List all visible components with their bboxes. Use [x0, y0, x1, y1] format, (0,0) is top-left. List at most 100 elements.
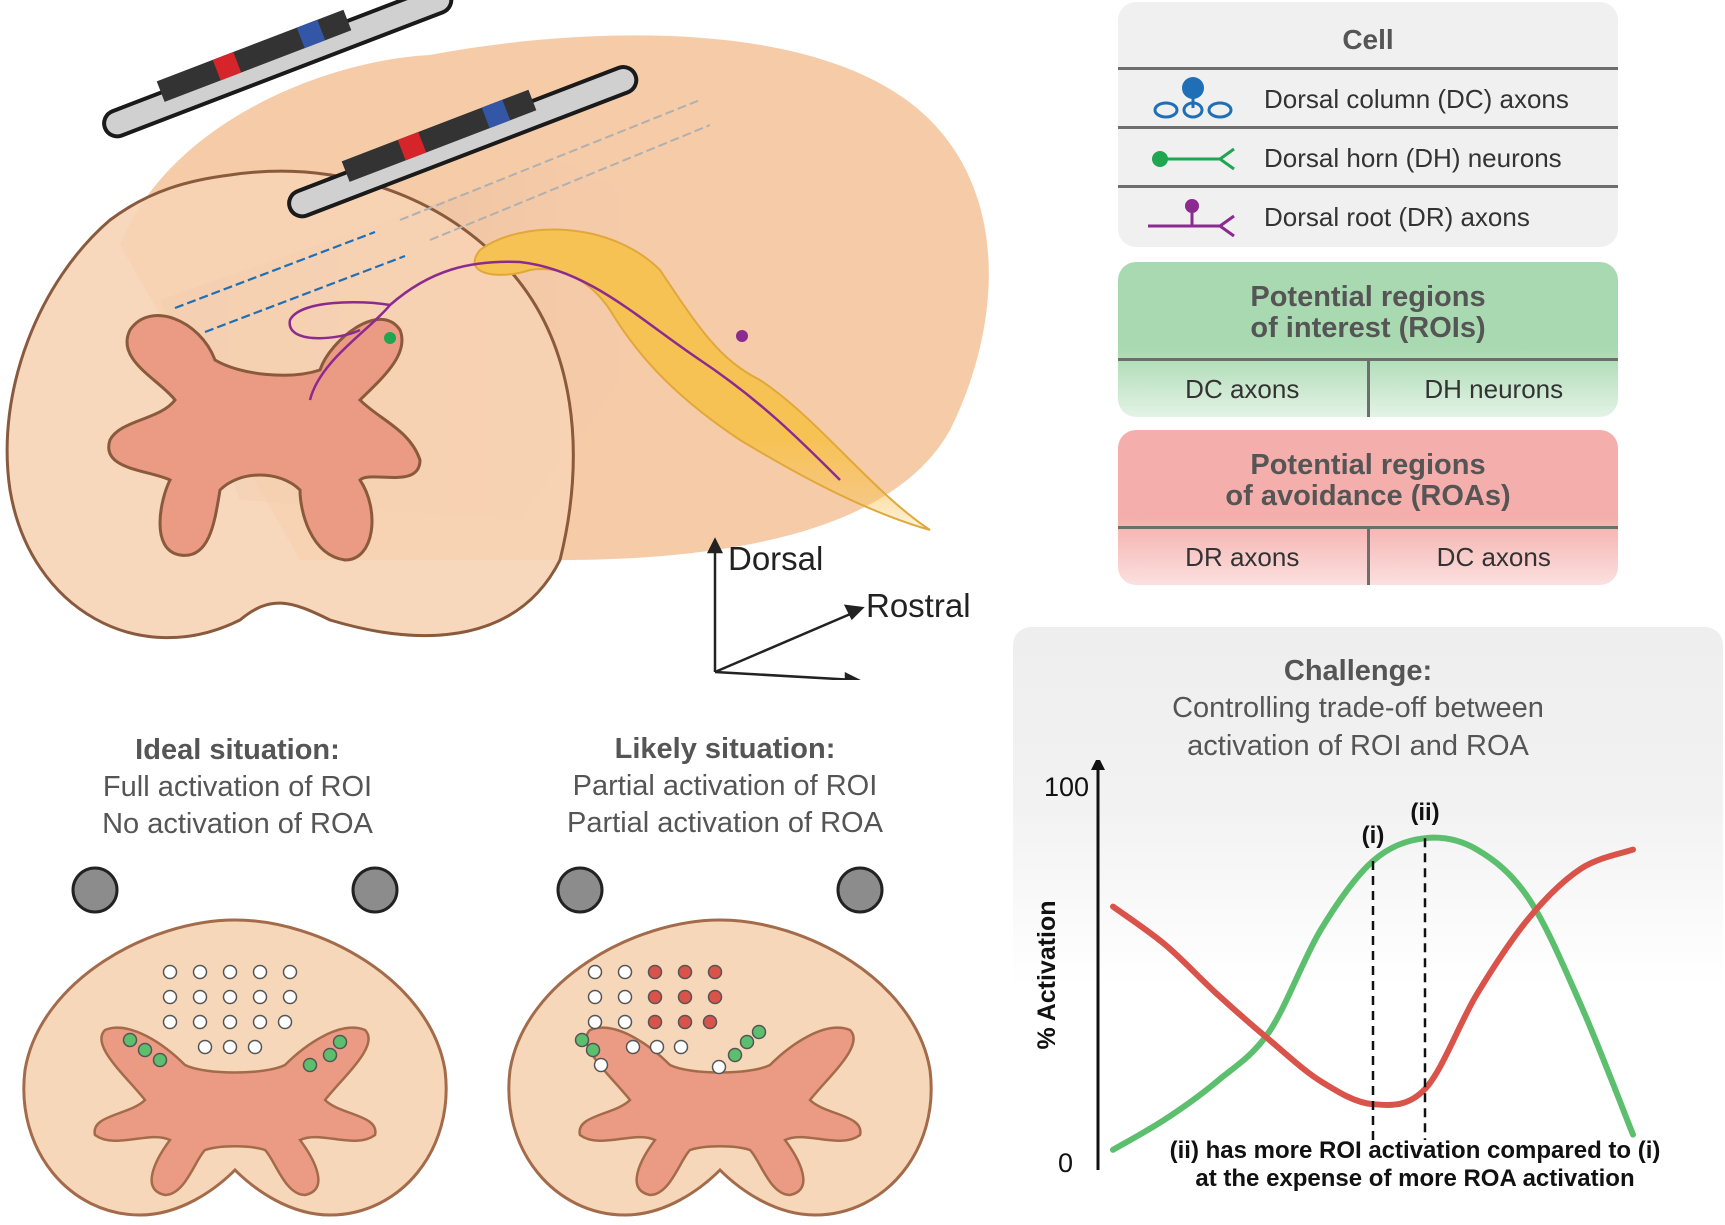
dr-soma	[736, 330, 748, 342]
electrode-contact-right	[836, 866, 884, 914]
roi-activated-fiber	[302, 1057, 318, 1073]
roi-title: Potential regions of interest (ROIs)	[1118, 262, 1618, 344]
roi-title-line1: Potential regions	[1250, 281, 1486, 313]
roa-cells: DR axons DC axons	[1118, 526, 1618, 585]
roi-title-line2: of interest (ROIs)	[1250, 312, 1486, 344]
roa-title-line2: of avoidance (ROAs)	[1225, 480, 1511, 512]
roa-cell-dc: DC axons	[1366, 529, 1619, 585]
inactive-fiber	[162, 964, 178, 980]
challenge-caption: (ii) has more ROI activation compared to…	[1120, 1137, 1710, 1193]
inactive-fiber	[587, 964, 603, 980]
dc-axon-chain-2	[204, 254, 406, 334]
roa-activation-line	[1110, 846, 1636, 1108]
roi-box: Potential regions of interest (ROIs) DC …	[1118, 262, 1618, 417]
roi-cell-dc: DC axons	[1185, 374, 1300, 404]
cell-legend: Cell Dorsal column (DC) axons Dorsal hor…	[1118, 2, 1618, 247]
inactive-fiber	[252, 964, 268, 980]
inactive-fiber	[222, 964, 238, 980]
inactive-fiber	[247, 1039, 263, 1055]
roi-activated-fiber	[574, 1032, 590, 1048]
likely-situation-text: Likely situation: Partial activation of …	[540, 731, 910, 842]
roa-cell-dr: DR axons	[1185, 542, 1300, 572]
inactive-fiber	[197, 1039, 213, 1055]
roa-activated-fiber	[677, 989, 693, 1005]
dc-axon-chain-1	[174, 230, 376, 310]
legend-row-dh: Dorsal horn (DH) neurons	[1118, 126, 1618, 185]
likely-title: Likely situation:	[614, 733, 836, 765]
inactive-fiber	[625, 1039, 641, 1055]
roi-activation-line	[1110, 834, 1636, 1153]
spinal-cord-illustration	[5, 0, 989, 680]
roa-activated-fiber	[647, 1014, 663, 1030]
roi-activated-fiber	[332, 1034, 348, 1050]
roi-activated-fiber	[152, 1052, 168, 1068]
inactive-fiber	[222, 989, 238, 1005]
roi-activated-fiber	[322, 1047, 338, 1063]
y-tick-label-100: 100	[1044, 772, 1089, 802]
dr-axon	[308, 260, 841, 481]
inactive-fiber	[222, 1014, 238, 1030]
roa-activated-fiber	[707, 989, 723, 1005]
roa-activated-fiber	[647, 964, 663, 980]
inactive-fiber	[649, 1039, 665, 1055]
ideal-line2: No activation of ROA	[102, 808, 373, 840]
inactive-fiber	[711, 1059, 727, 1075]
roa-title: Potential regions of avoidance (ROAs)	[1118, 430, 1618, 512]
dc-axon-chain-back	[399, 99, 711, 241]
challenge-panel	[1013, 627, 1723, 1225]
roi-activated-fiber	[727, 1047, 743, 1063]
inactive-fiber	[587, 989, 603, 1005]
legend-label-dh: Dorsal horn (DH) neurons	[1264, 143, 1562, 173]
inactive-fiber	[252, 1014, 268, 1030]
ideal-line1: Full activation of ROI	[102, 771, 373, 803]
inactive-fiber	[252, 989, 268, 1005]
ideal-cross-section	[22, 866, 448, 1217]
rostral-label: Rostral	[866, 587, 971, 624]
dr-axon-branch	[288, 301, 391, 340]
gray-matter	[107, 314, 422, 562]
challenge-title: Challenge:	[1283, 655, 1433, 687]
inactive-fiber	[192, 1014, 208, 1030]
inactive-fiber	[282, 989, 298, 1005]
dh-neuron	[384, 332, 396, 344]
ideal-situation-text: Ideal situation: Full activation of ROI …	[60, 732, 415, 843]
roa-activated-fiber	[707, 964, 723, 980]
challenge-line2: activation of ROI and ROA	[1187, 730, 1529, 762]
inactive-fiber	[282, 964, 298, 980]
roi-activated-fiber	[739, 1034, 755, 1050]
marker-label-1: (i)	[1362, 822, 1385, 849]
dorsal-label: Dorsal	[728, 540, 824, 577]
roi-activated-fiber	[751, 1024, 767, 1040]
caption-line1: (ii) has more ROI activation compared to…	[1169, 1137, 1661, 1164]
inactive-fiber	[192, 989, 208, 1005]
roa-activated-fiber	[677, 964, 693, 980]
electrode-contact-left	[71, 866, 119, 914]
roa-title-line1: Potential regions	[1250, 449, 1486, 481]
cross-gray-matter	[578, 1026, 862, 1197]
dr-axon-icon	[1148, 199, 1235, 238]
inactive-fiber	[192, 964, 208, 980]
likely-line2: Partial activation of ROA	[567, 807, 883, 839]
caption-line2: at the expense of more ROA activation	[1195, 1165, 1635, 1192]
inactive-fiber	[277, 1014, 293, 1030]
inactive-fiber	[593, 1057, 609, 1073]
legend-label-dr: Dorsal root (DR) axons	[1264, 202, 1530, 232]
legend-label-dc: Dorsal column (DC) axons	[1264, 84, 1569, 114]
inactive-fiber	[617, 1014, 633, 1030]
electrode-contact-right	[351, 866, 399, 914]
y-axis-label: % Activation	[1033, 900, 1061, 1049]
inactive-fiber	[162, 1014, 178, 1030]
likely-line1: Partial activation of ROI	[572, 770, 878, 802]
roi-cell-dh: DH neurons	[1366, 361, 1619, 417]
inactive-fiber	[673, 1039, 689, 1055]
cross-section-outline	[22, 918, 448, 1217]
inactive-fiber	[617, 989, 633, 1005]
likely-cross-section	[507, 866, 933, 1217]
y-axis-arrow	[1091, 760, 1105, 770]
electrode-lead-front	[287, 65, 639, 219]
roi-activated-fiber	[585, 1042, 601, 1058]
dh-neuron-icon	[1152, 147, 1235, 171]
legend-row-dc: Dorsal column (DC) axons	[1118, 67, 1618, 126]
inactive-fiber	[222, 1039, 238, 1055]
